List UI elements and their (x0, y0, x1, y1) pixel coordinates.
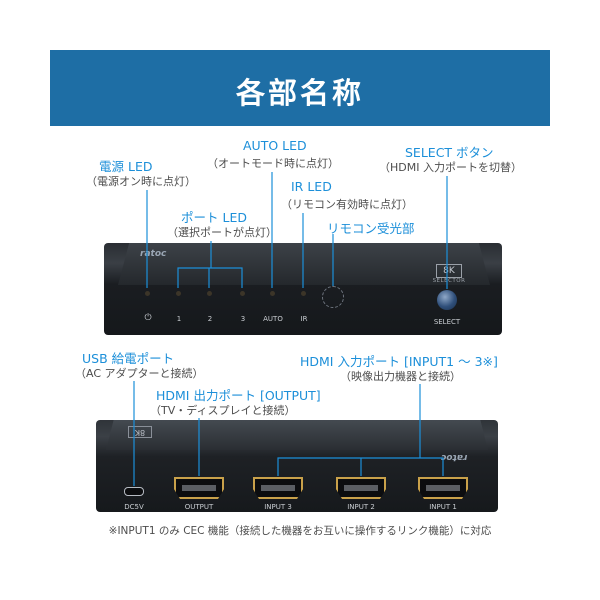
led-label-1: 1 (176, 315, 182, 323)
usb-port-label: USB 給電ポート (82, 351, 175, 366)
selector-text: SELECTOR (432, 278, 466, 284)
hdmi-input-2-port (336, 477, 386, 499)
8k-badge: 8K (436, 264, 462, 278)
power-icon: ⏻ (144, 313, 152, 323)
port-label-dc5v: DC5V (124, 503, 144, 511)
power-led (145, 291, 150, 296)
hdmi-output-port (174, 477, 224, 499)
auto-led (270, 291, 275, 296)
power-led-desc: （電源オン時に点灯） (86, 175, 196, 188)
port-label-output: OUTPUT (184, 503, 214, 511)
power-led-label: 電源 LED (99, 159, 153, 174)
hdmi-input-label: HDMI 入力ポート [INPUT1 〜 3※] (300, 354, 498, 369)
page-title: 各部名称 (235, 76, 364, 110)
footnote: ※INPUT1 のみ CEC 機能（接続した機器をお互いに操作するリンク機能）に… (108, 525, 492, 537)
front-top-surface (118, 243, 490, 285)
select-button[interactable] (437, 290, 457, 310)
auto-led-desc: （オートモード時に点灯） (207, 157, 339, 170)
usb-c-port (124, 487, 144, 496)
led-label-ir: IR (300, 315, 308, 323)
port-led-1 (176, 291, 181, 296)
usb-port-desc: （AC アダプターと接続） (75, 367, 204, 380)
led-label-2: 2 (207, 315, 213, 323)
remote-receiver-label: リモコン受光部 (327, 221, 415, 236)
header-banner: 各部名称 (50, 50, 550, 126)
select-button-label: SELECT ボタン (405, 145, 494, 160)
ir-led (301, 291, 306, 296)
port-led-label: ポート LED (181, 210, 247, 225)
remote-receiver-window (322, 286, 344, 308)
hdmi-input-1-port (418, 477, 468, 499)
rear-top-surface (106, 420, 488, 450)
hdmi-output-label: HDMI 出力ポート [OUTPUT] (156, 388, 321, 403)
brand-logo-icon: ratoc (140, 249, 167, 259)
select-button-text: SELECT (433, 318, 461, 326)
auto-led-label: AUTO LED (243, 138, 307, 153)
port-label-input-2: INPUT 2 (347, 503, 375, 511)
port-led-desc: （選択ポートが点灯） (167, 226, 277, 239)
port-led-2 (207, 291, 212, 296)
port-label-input-1: INPUT 1 (429, 503, 457, 511)
hdmi-input-3-port (253, 477, 303, 499)
select-button-desc: （HDMI 入力ポートを切替） (379, 161, 522, 174)
ir-led-label: IR LED (291, 179, 332, 194)
leader-port-led-bracket (177, 267, 243, 288)
port-led-3 (240, 291, 245, 296)
hdmi-input-desc: （映像出力機器と接続） (340, 370, 461, 383)
led-label-auto: AUTO (263, 315, 283, 323)
led-label-3: 3 (240, 315, 246, 323)
ir-led-desc: （リモコン有効時に点灯） (281, 198, 413, 211)
port-label-input-3: INPUT 3 (264, 503, 292, 511)
hdmi-output-desc: （TV・ディスプレイと接続） (150, 404, 296, 417)
